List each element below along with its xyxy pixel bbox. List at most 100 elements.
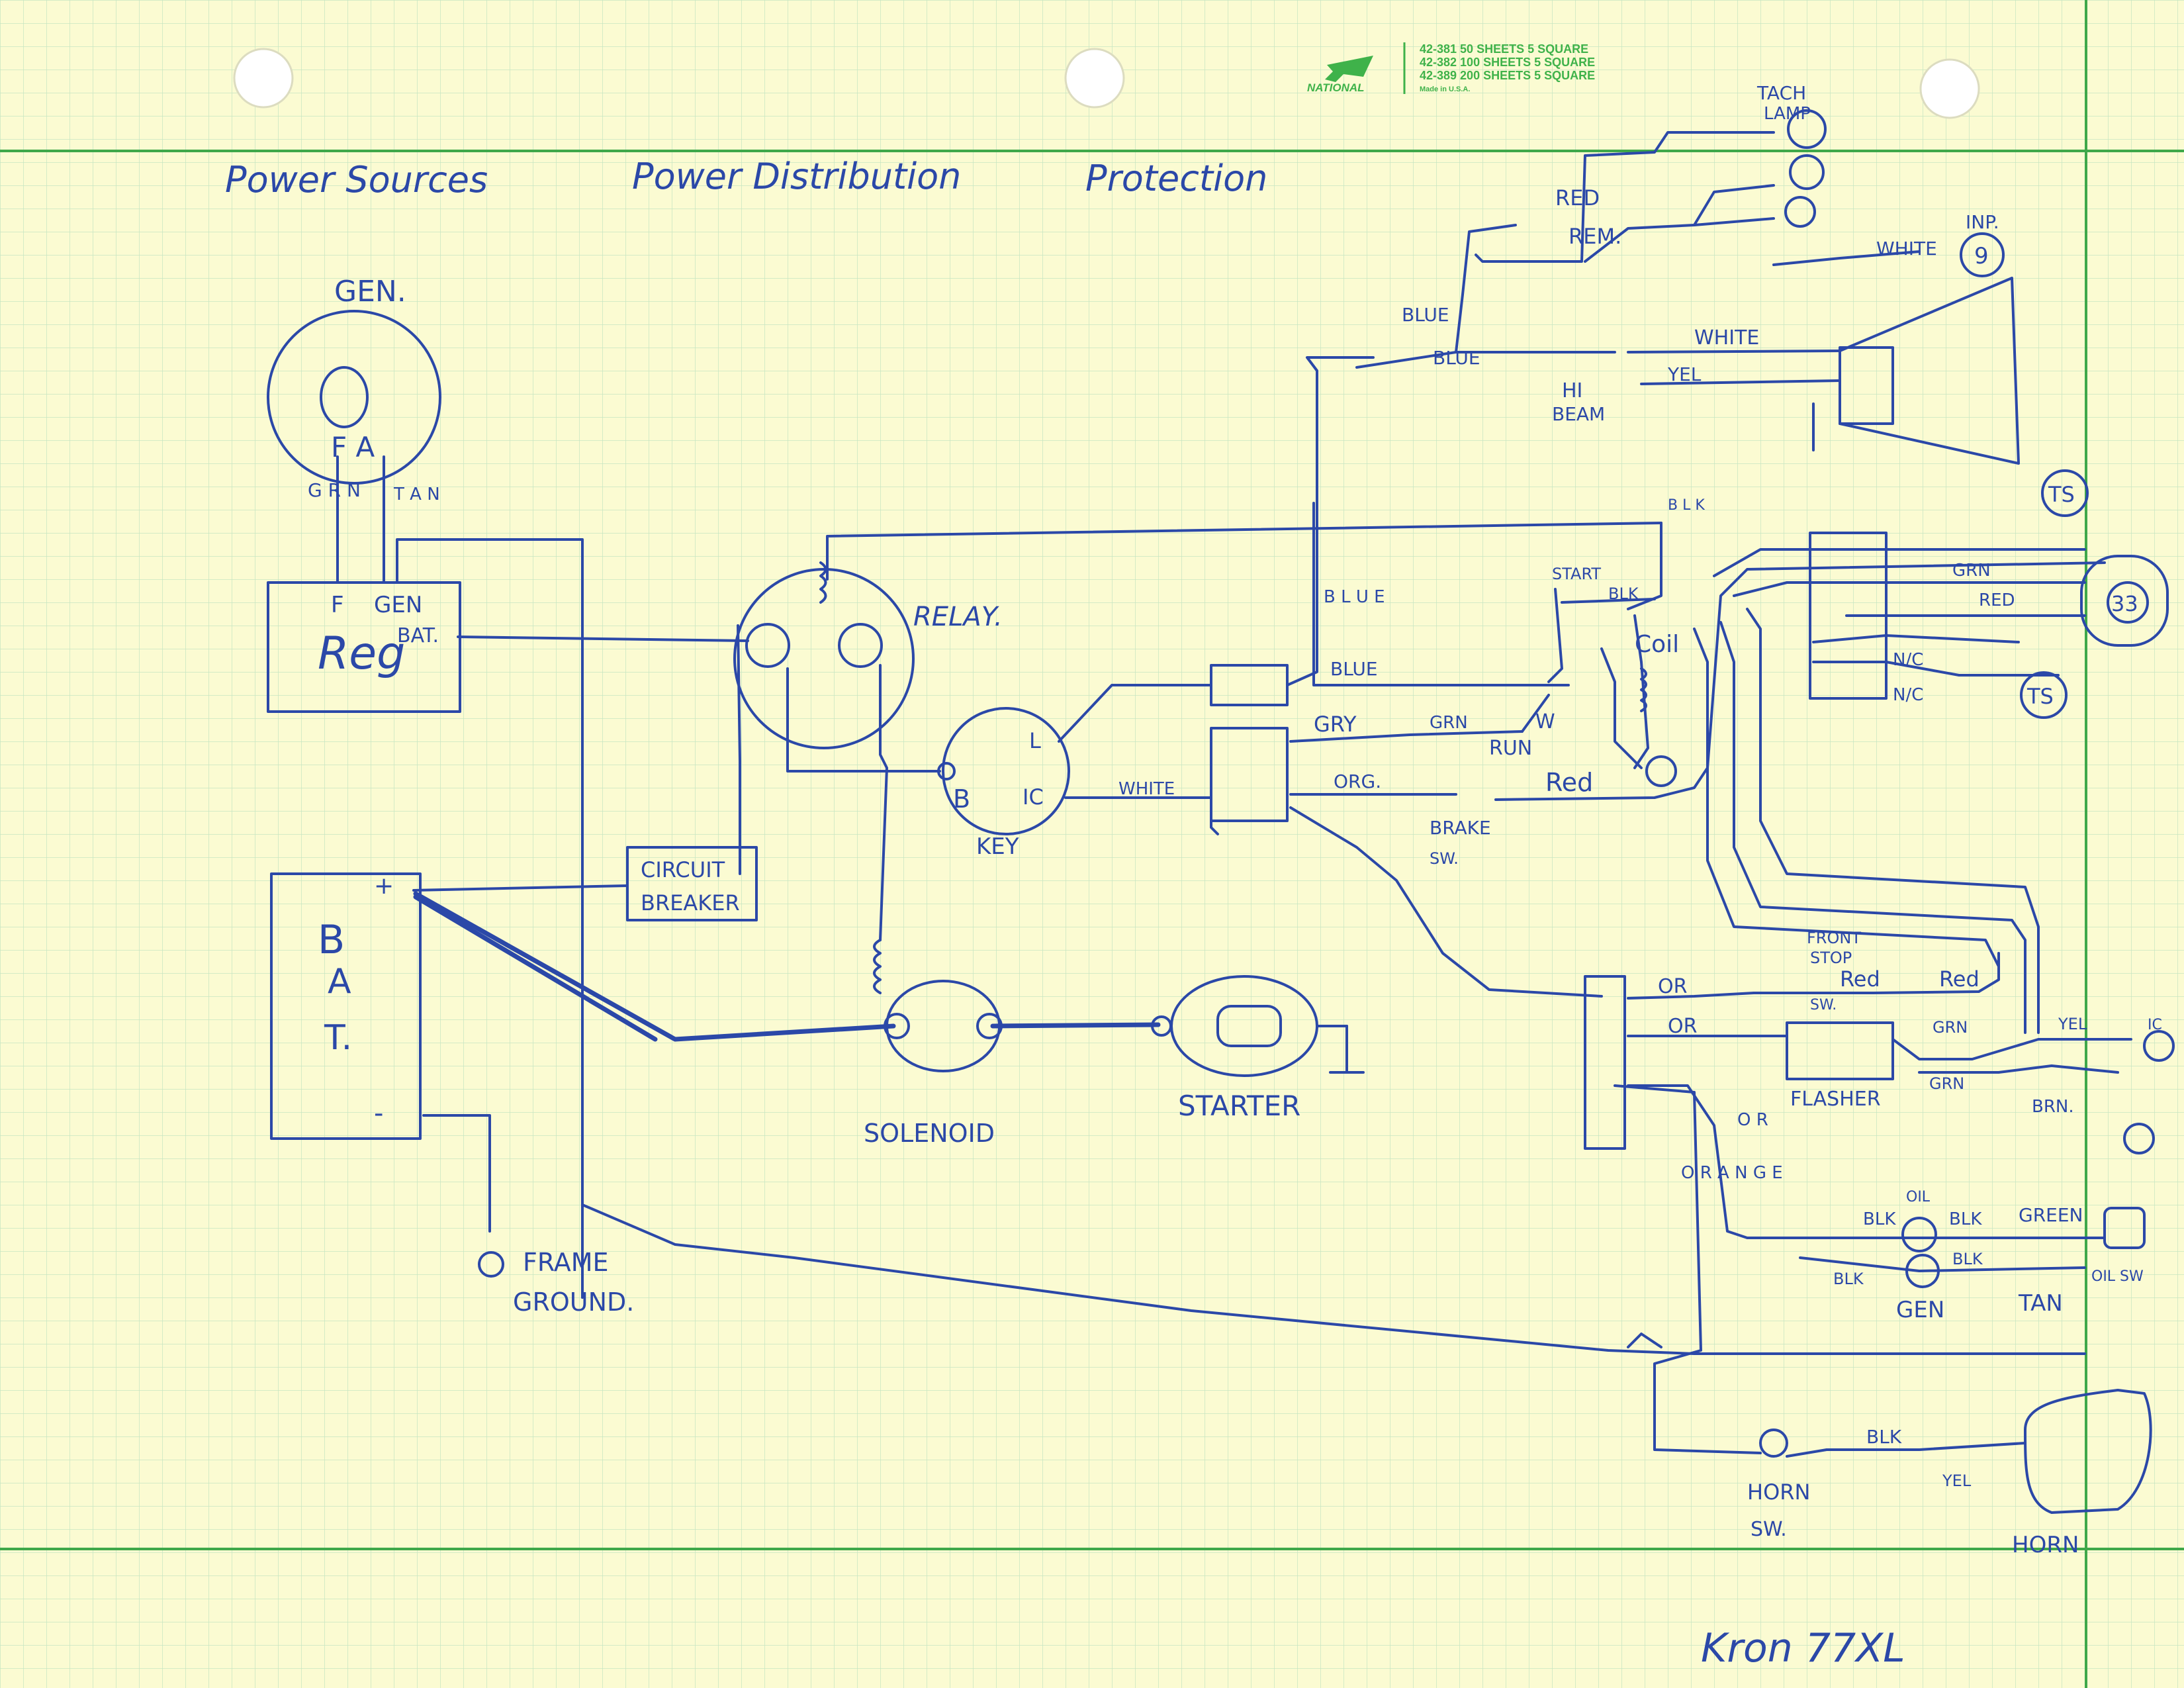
horn-switch (1759, 1429, 1788, 1458)
ts-bottom-label: TS (2026, 684, 2054, 709)
red-fs-label: Red (1840, 966, 1880, 992)
tach-lamp-label-2: LAMP (1764, 104, 1811, 124)
lamp-33-label: 33 (2111, 591, 2138, 616)
hi-beam-label-2: BEAM (1552, 403, 1605, 425)
regulator-terminal-f: F (331, 592, 344, 618)
grn-fl2-label: GRN (1929, 1074, 1964, 1093)
nc1-label: N/C (1893, 650, 1923, 670)
inp-number: 9 (1974, 243, 1989, 269)
yel-hi-label: YEL (1667, 363, 1702, 385)
white-key-label: WHITE (1118, 779, 1175, 799)
blk-gen2-label: BLK (1952, 1250, 1983, 1268)
blue-vert-label: B L U E (1324, 587, 1385, 607)
lamp-33-housing (2080, 555, 2169, 647)
flasher-label: FLASHER (1790, 1088, 1881, 1111)
blk-oil-label: BLK (1863, 1209, 1896, 1229)
key-label: KEY (976, 833, 1019, 860)
horn-sw-label-1: HORN (1747, 1479, 1810, 1505)
rem-label: REM. (1569, 224, 1621, 249)
coil-winding-icon (1640, 667, 1647, 712)
or1-label: OR (1658, 975, 1687, 998)
generator-armature (320, 366, 369, 428)
pad-header: NATIONAL 42-381 50 SHEETS 5 SQUARE 42-38… (1307, 42, 1595, 94)
relay-coil-icon (819, 561, 827, 604)
blk-oil2-label: BLK (1949, 1209, 1982, 1229)
gen-lamp-label: GEN (1896, 1297, 1944, 1323)
tan-gen-label: TAN (2018, 1290, 2063, 1317)
circuit-breaker: CIRCUIT BREAKER (626, 846, 758, 921)
regulator: F GEN BAT. Reg (267, 581, 461, 713)
product-line-3: 42-389 200 SHEETS 5 SQUARE (1420, 69, 1595, 82)
regulator-title: Reg (318, 628, 405, 680)
product-line-2: 42-382 100 SHEETS 5 SQUARE (1420, 56, 1595, 69)
circuit-breaker-label-1: CIRCUIT (641, 857, 725, 882)
punch-hole-center (1064, 48, 1125, 109)
battery: B A T. + - (270, 872, 422, 1140)
blk-start-label: BLK (1608, 585, 1639, 603)
solenoid-body (886, 980, 1001, 1072)
red-fs2-label: Red (1939, 966, 1979, 992)
generator: GEN. F A (267, 275, 441, 485)
tach-lamp (1787, 109, 1827, 149)
start-label: START (1552, 565, 1601, 583)
coil-connector (1645, 755, 1677, 787)
key-terminal-b (937, 762, 956, 780)
or2-label: OR (1668, 1015, 1697, 1038)
coil-label: Coil (1635, 631, 1679, 658)
ts-top-lamp (2041, 469, 2089, 517)
solenoid: SOLENOID (864, 939, 1003, 1148)
starter-terminal (1151, 1015, 1172, 1037)
key-switch-body (942, 707, 1070, 835)
solenoid-coil-icon (873, 939, 882, 994)
made-in: Made in U.S.A. (1420, 85, 1470, 93)
oil-lamp-label: OIL (1906, 1189, 1931, 1205)
blue-a-label: BLUE (1402, 304, 1449, 326)
switch-block-lower (1210, 727, 1289, 822)
regulator-terminal-gen: GEN (374, 592, 422, 618)
tach-lamp-3 (1784, 196, 1816, 228)
front-stop-label-2: STOP (1810, 949, 1852, 967)
tach-lamp-2 (1789, 154, 1825, 190)
org-label: ORG. (1334, 771, 1381, 792)
grn-right-label: GRN (1952, 561, 1991, 581)
generator-title: GEN. (334, 275, 406, 308)
lamp-33-bulb (2107, 581, 2149, 624)
brn-fl-label: BRN. (2032, 1097, 2074, 1117)
key-switch: B L IC KEY (937, 707, 1070, 860)
regulator-terminal-bat: BAT. (397, 624, 439, 647)
front-stop-label-1: FRONT (1807, 929, 1861, 947)
horn-icon (2024, 1389, 2152, 1514)
gen-lamp (1905, 1254, 1940, 1288)
frame-ground-label-2: GROUND. (513, 1288, 634, 1317)
brake-sw-label-1: BRAKE (1430, 817, 1491, 839)
product-line-1: 42-381 50 SHEETS 5 SQUARE (1420, 42, 1588, 56)
punch-hole-left (233, 48, 294, 109)
battery-letter-t: T. (324, 1018, 352, 1058)
solenoid-terminal-right (976, 1013, 1003, 1039)
heading-power-sources: Power Sources (225, 159, 488, 201)
relay-contact-right (838, 623, 883, 668)
white-inp-label: WHITE (1876, 238, 1937, 259)
ts-top-label: TS (2048, 482, 2075, 507)
ic-lamp-label: IC (2148, 1017, 2162, 1033)
frame-ground-terminal (478, 1251, 504, 1278)
national-logo-icon (1325, 56, 1373, 82)
relay: RELAY. (733, 561, 1003, 749)
w-label: W (1535, 710, 1555, 733)
yel-horn-label: YEL (1942, 1472, 1972, 1490)
blk-horn-label: BLK (1866, 1426, 1902, 1448)
punch-hole-right (1919, 58, 1980, 119)
front-stop-label-3: SW. (1810, 997, 1837, 1013)
orange-vert-label: O R A N G E (1681, 1163, 1783, 1183)
gry-label: GRY (1314, 712, 1357, 737)
distribution-bus-bar (1584, 975, 1626, 1150)
brake-sw-label-2: SW. (1430, 849, 1459, 868)
grn-run-label: GRN (1430, 713, 1468, 733)
wires (336, 131, 2132, 1458)
inp-label: INP. (1966, 211, 1999, 233)
generator-outer-ring (267, 310, 441, 485)
key-b-label: B (953, 784, 970, 814)
key-ic-label: IC (1023, 784, 1044, 810)
ic-lamp (2143, 1030, 2175, 1062)
relay-contact-left (745, 623, 790, 668)
